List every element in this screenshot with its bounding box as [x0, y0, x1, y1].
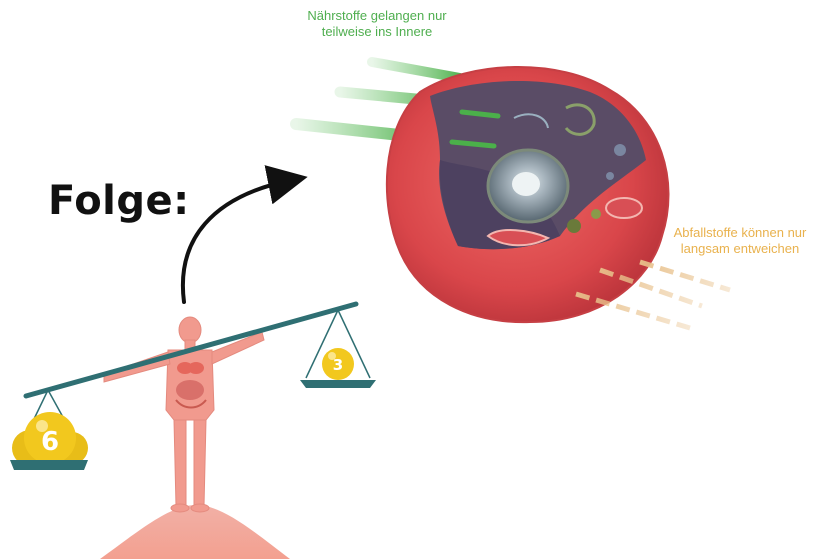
ground-mound	[100, 505, 290, 559]
human-figure	[104, 317, 264, 512]
right-coin-number: 3	[333, 356, 343, 374]
curved-arrow	[183, 180, 292, 302]
left-pan: 6	[10, 390, 88, 470]
right-pan: 3	[300, 310, 376, 388]
left-coin-number: 6	[41, 427, 59, 457]
cell	[387, 67, 669, 322]
